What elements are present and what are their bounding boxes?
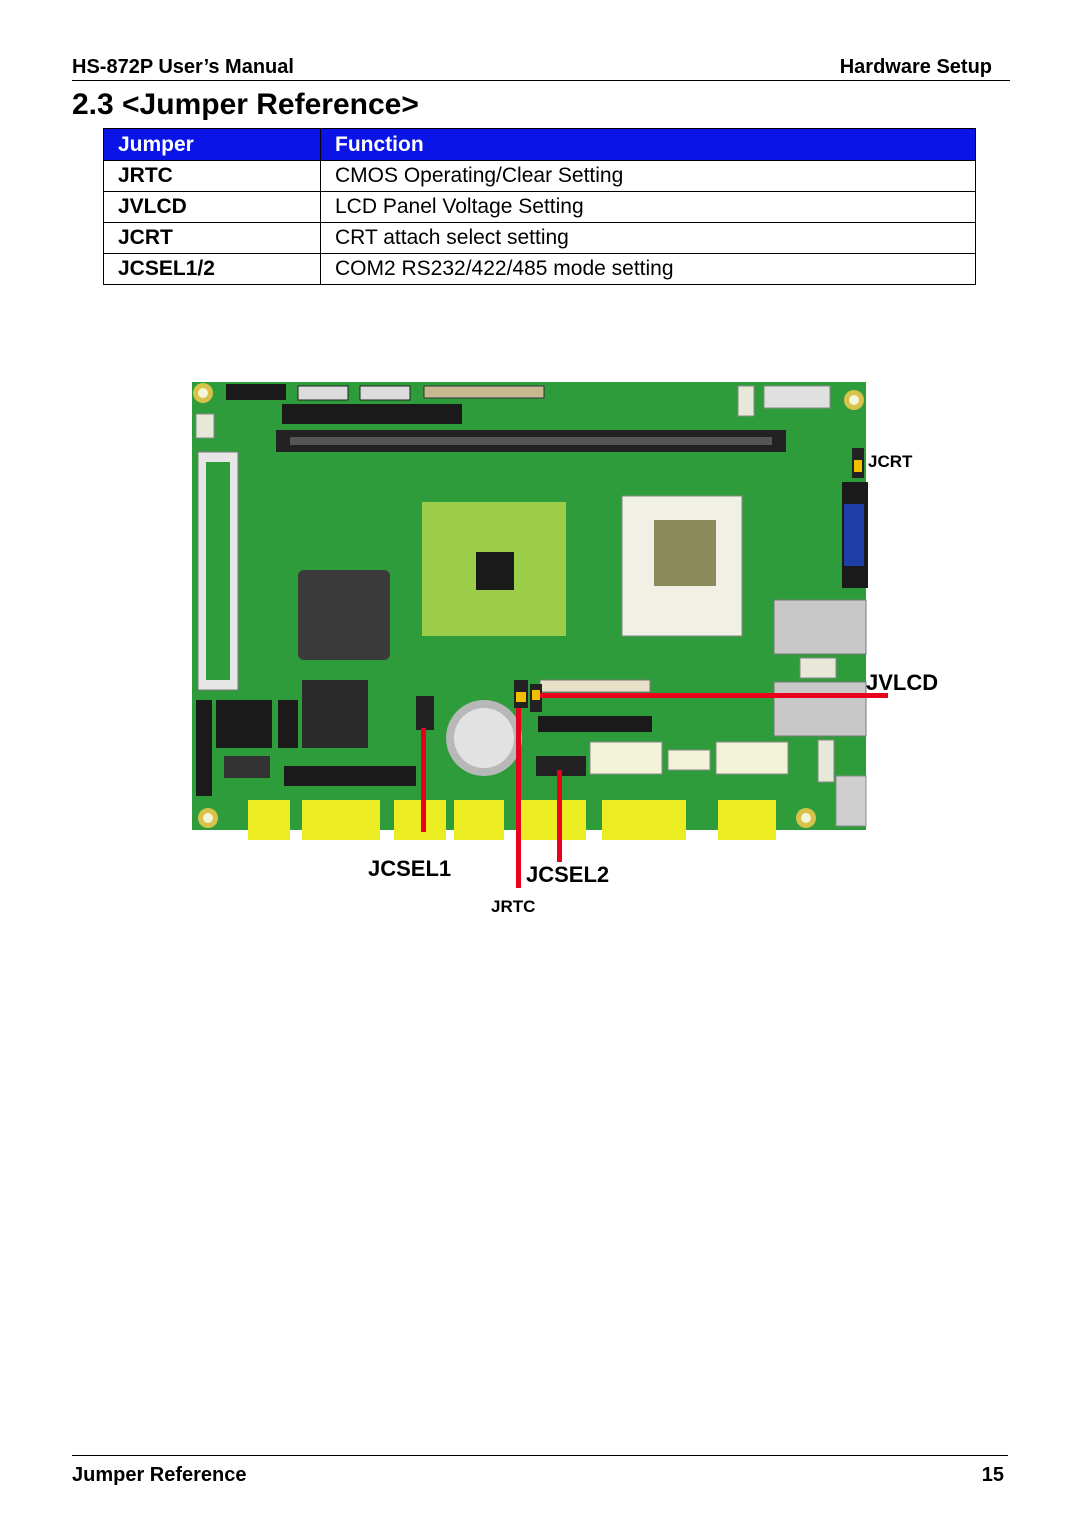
function-cell: COM2 RS232/422/485 mode setting	[320, 253, 976, 285]
jrtc-callout	[516, 708, 521, 888]
bios-chip	[302, 680, 368, 748]
column-header-function: Function	[320, 128, 976, 161]
power-connector	[763, 385, 831, 409]
page-title: 2.3 <Jumper Reference>	[72, 88, 419, 121]
jcsel2-label: JCSEL2	[526, 862, 609, 887]
jumper-cell: JVLCD	[103, 191, 321, 223]
function-cell: CMOS Operating/Clear Setting	[320, 160, 976, 192]
jrtc-label: JRTC	[491, 897, 535, 916]
function-cell: CRT attach select setting	[320, 222, 976, 254]
ide-connector	[282, 404, 462, 424]
jvlcd-callout	[540, 693, 888, 698]
lan-port	[773, 599, 867, 655]
table-row: JRTC CMOS Operating/Clear Setting	[103, 160, 976, 192]
jcrt-label: JCRT	[868, 452, 913, 471]
section-name: Hardware Setup	[839, 56, 992, 78]
column-header-jumper: Jumper	[103, 128, 321, 161]
jumper-cell: JCSEL1/2	[103, 253, 321, 285]
jvlcd-label: JVLCD	[866, 670, 938, 695]
jcsel1-callout	[421, 728, 426, 832]
table-header-row: Jumper Function	[103, 128, 976, 161]
function-cell: LCD Panel Voltage Setting	[320, 191, 976, 223]
edge-connector	[248, 800, 290, 840]
southbridge-chip	[298, 570, 390, 660]
jumper-cell: JRTC	[103, 160, 321, 192]
jcsel1-label: JCSEL1	[368, 856, 451, 881]
vga-connector	[844, 504, 864, 566]
header-connector	[226, 384, 286, 400]
table-row: JVLCD LCD Panel Voltage Setting	[103, 191, 976, 223]
table-row: JCSEL1/2 COM2 RS232/422/485 mode setting	[103, 253, 976, 285]
jcsel2-callout	[557, 770, 562, 862]
lan-port	[773, 681, 867, 737]
jcsel1-jumper	[416, 696, 434, 730]
page-footer: Jumper Reference 15	[72, 1455, 1008, 1486]
page-number: 15	[981, 1464, 1004, 1486]
jumper-table: Jumper Function JRTC CMOS Operating/Clea…	[103, 128, 976, 285]
page-header: HS-872P User’s Manual Hardware Setup	[72, 56, 1010, 81]
manual-title: HS-872P User’s Manual	[72, 56, 294, 78]
footer-section: Jumper Reference	[72, 1464, 247, 1486]
jcsel2-jumper	[536, 756, 586, 776]
table-row: JCRT CRT attach select setting	[103, 222, 976, 254]
